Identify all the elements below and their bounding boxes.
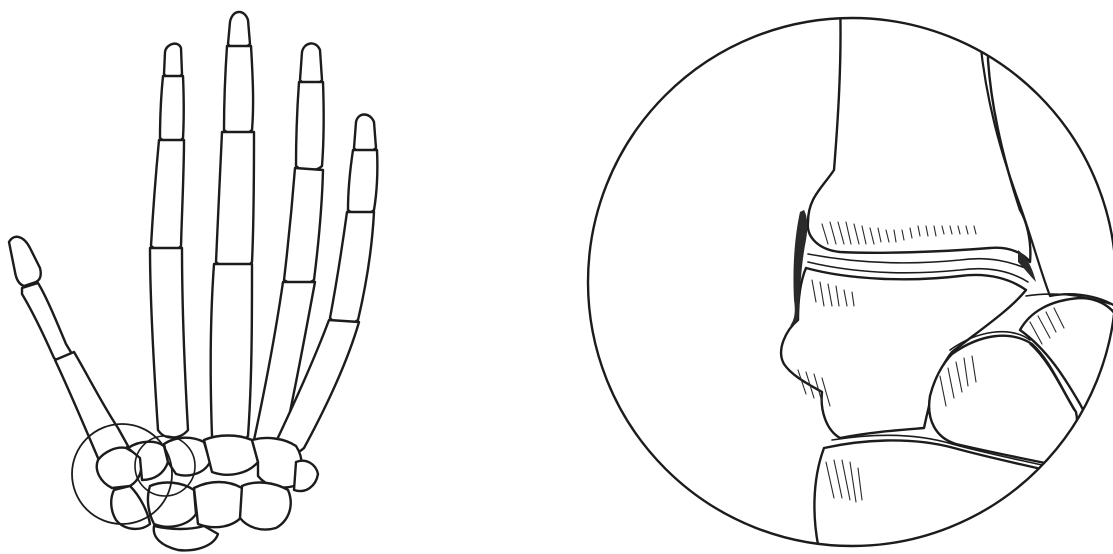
hand-skeleton <box>9 12 377 550</box>
middle-finger-bones <box>211 12 254 444</box>
joint-detail <box>588 0 1113 554</box>
carpal-bones <box>97 436 318 551</box>
index-finger-bones <box>150 44 188 438</box>
